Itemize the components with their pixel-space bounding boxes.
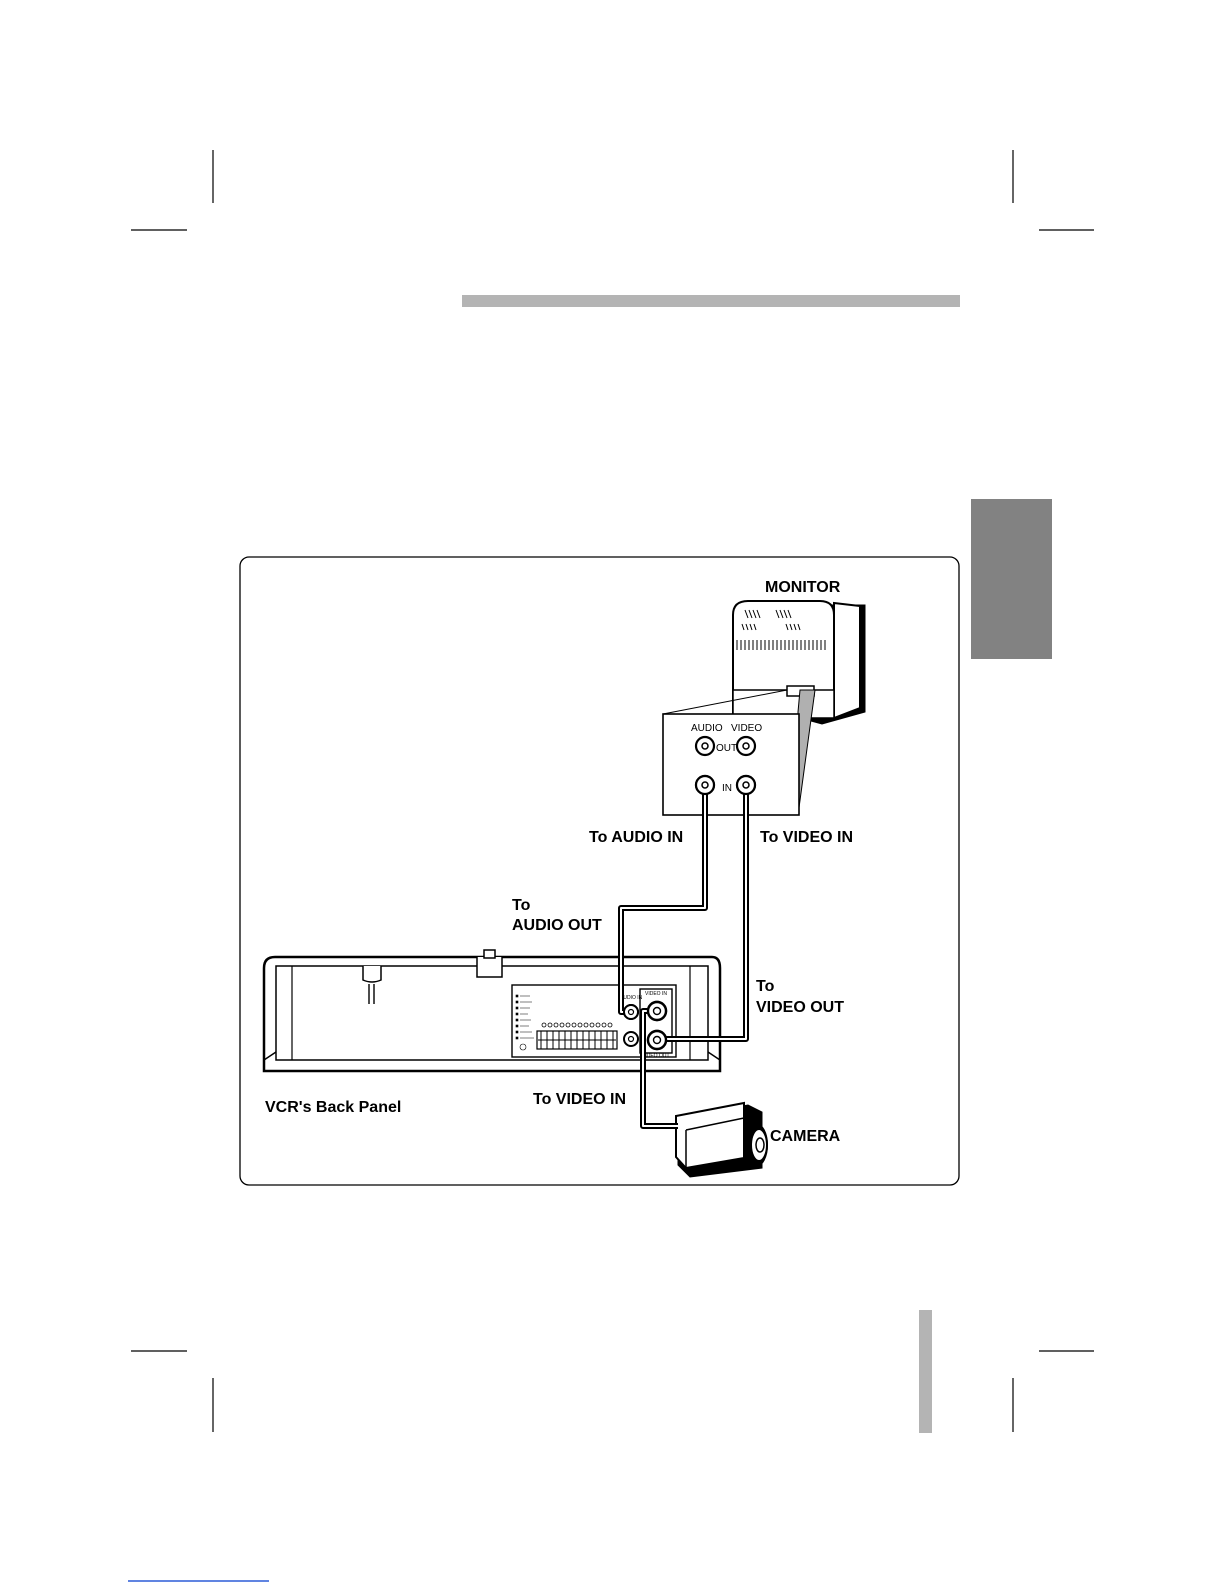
camera-label: CAMERA: [770, 1128, 841, 1145]
vcr-back-panel-label: VCR's Back Panel: [265, 1099, 401, 1116]
monitor-audio-out-jack: [696, 737, 714, 755]
audio-out-label: AUDIO OUT: [512, 917, 602, 934]
monitor-in-label: IN: [722, 783, 732, 794]
page-marker-bar: [919, 1310, 932, 1433]
monitor-label: MONITOR: [765, 579, 841, 596]
to-audio-in-label: To AUDIO IN: [589, 829, 683, 846]
crop-marks: [131, 150, 1094, 1432]
vcr-video-out-label: VIDEO OUT: [642, 1053, 670, 1059]
vcr-video-in-label: VIDEO IN: [645, 991, 667, 997]
section-tab: [971, 499, 1052, 659]
to-video-in-monitor-label: To VIDEO IN: [760, 829, 853, 846]
to-audio-out-to-label: To: [512, 897, 531, 914]
header-bar: [462, 295, 960, 307]
monitor-video-label: VIDEO: [731, 723, 762, 734]
monitor-video-out-jack: [737, 737, 755, 755]
monitor-audio-label: AUDIO: [691, 723, 723, 734]
camera-illustration: [676, 1103, 767, 1177]
video-out-label: VIDEO OUT: [756, 999, 844, 1016]
to-video-in-vcr-label: To VIDEO IN: [533, 1091, 626, 1108]
monitor-out-label: OUT: [716, 743, 737, 754]
vcr-audio-jack-lower: [624, 1032, 638, 1046]
to-video-out-to-label: To: [756, 978, 775, 995]
